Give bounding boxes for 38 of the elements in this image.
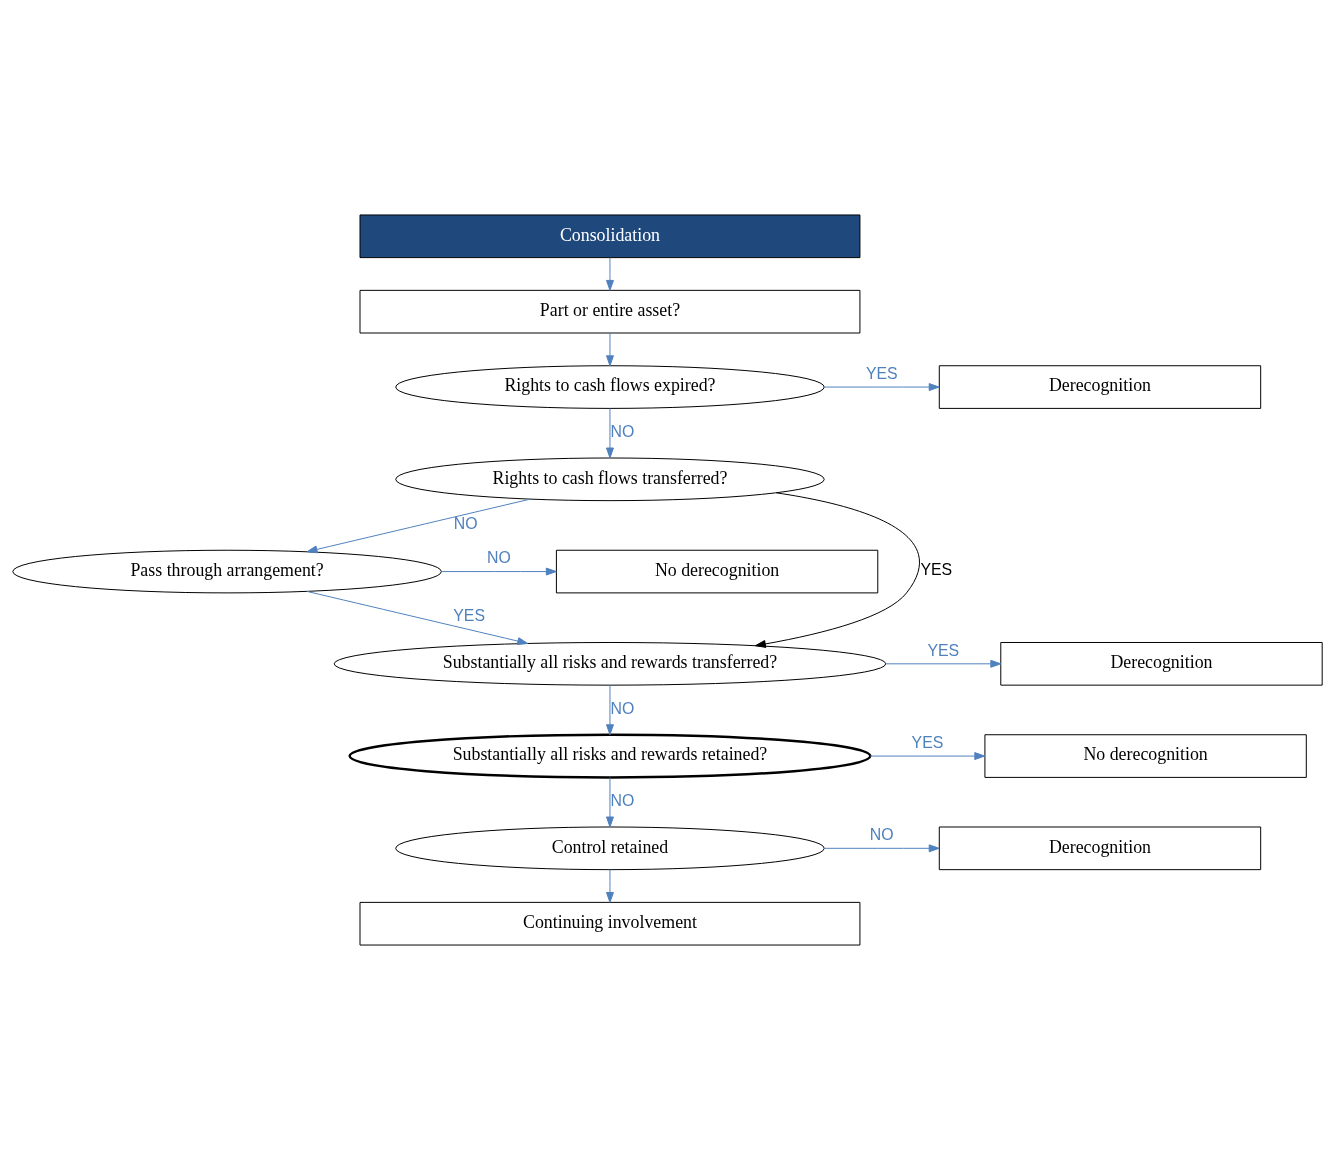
arrow	[606, 407, 614, 458]
arrow	[824, 382, 940, 391]
node-box: No derecognition	[984, 733, 1307, 778]
node-box: Derecognition	[938, 826, 1262, 870]
arrow	[824, 843, 940, 852]
edge-label: YES	[911, 733, 944, 751]
edge-label: YES	[865, 364, 898, 382]
node-ellipse: Control retained	[395, 826, 825, 870]
arrow	[869, 751, 986, 760]
node-box: Part or entire asset?	[359, 289, 861, 333]
node-box: Derecognition	[938, 364, 1262, 409]
node-box: Derecognition	[1000, 641, 1323, 686]
node-box: Consolidation	[359, 213, 861, 258]
arrow	[606, 868, 614, 903]
edge-label: NO	[453, 514, 478, 532]
arrow	[606, 684, 614, 735]
arrow	[306, 498, 531, 553]
edge-label: YES	[920, 560, 953, 578]
arrow	[441, 567, 557, 576]
edge-label: NO	[610, 422, 635, 440]
arrow	[306, 590, 529, 645]
node-box: No derecognition	[555, 549, 879, 593]
node-ellipse: Substantially all risks and rewards retained?	[348, 733, 872, 779]
edge-label: YES	[927, 641, 960, 659]
arrow	[754, 491, 920, 648]
edge-label: YES	[453, 606, 485, 624]
node-ellipse: Pass through arrangement?	[12, 549, 442, 593]
edge-label: NO	[486, 548, 511, 566]
arrow	[606, 776, 614, 827]
arrow	[606, 332, 614, 366]
edge-label: NO	[610, 699, 635, 717]
arrow	[606, 256, 614, 291]
edge-label: NO	[869, 825, 894, 843]
node-box: Continuing involvement	[359, 901, 861, 946]
arrow	[885, 659, 1002, 668]
edge-label: NO	[610, 791, 635, 809]
node-ellipse: Rights to cash flows transferred?	[395, 457, 825, 501]
node-ellipse: Rights to cash flows expired?	[395, 364, 825, 409]
